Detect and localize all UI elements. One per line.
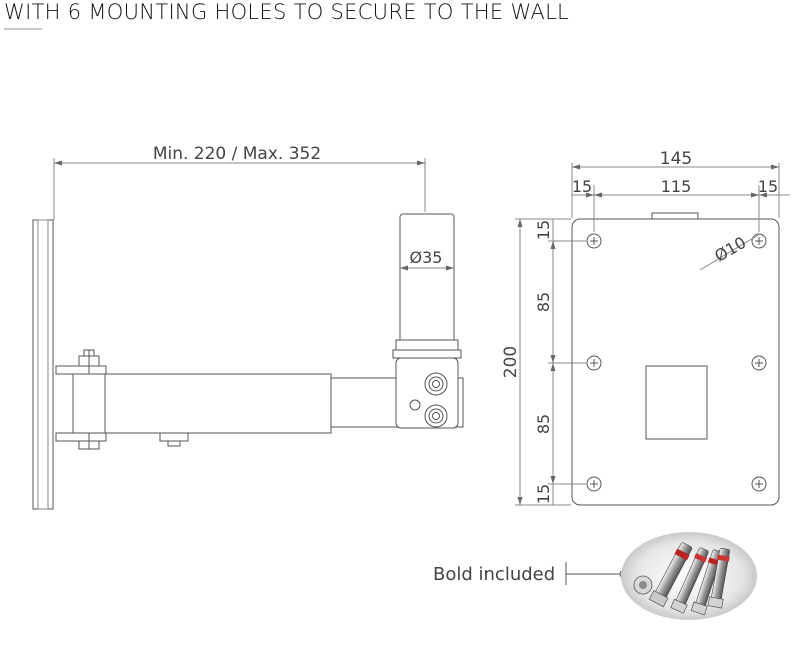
- plate-tab: [651, 212, 699, 220]
- bottom-margin-label: 15: [534, 484, 553, 504]
- pole: [399, 213, 455, 347]
- clamp-bolt-top: [424, 372, 448, 396]
- plate-width-label: 145: [660, 149, 692, 169]
- title-underline: [4, 28, 42, 30]
- mounting-plate: [571, 218, 780, 506]
- hinge-bolt-bottom: [55, 432, 107, 450]
- mounting-hole-top-left: [586, 233, 602, 249]
- top-margin-label: 15: [534, 220, 553, 240]
- upper-spacing-label: 85: [534, 292, 553, 312]
- arm-length-label: Min. 220 / Max. 352: [153, 144, 321, 164]
- mounting-hole-mid-left: [586, 355, 602, 371]
- set-screw: [159, 432, 189, 442]
- anchor-bolts-photo: [621, 532, 757, 620]
- hole-diameter-leader: [699, 233, 761, 271]
- arm-length-dimension: [53, 158, 426, 220]
- bolt-included-label: Bold included: [433, 564, 555, 585]
- plate-cutout: [645, 365, 708, 440]
- right-margin-label: 15: [758, 177, 778, 196]
- mounting-hole-top-right: [751, 233, 767, 249]
- plate-height-label: 200: [501, 346, 521, 378]
- arm-tube: [72, 373, 332, 434]
- wall-plate: [32, 219, 54, 510]
- pole-diameter-label: Ø35: [410, 248, 443, 267]
- bolt-leader: [565, 562, 629, 585]
- lower-spacing-label: 85: [534, 414, 553, 434]
- clamp-pin: [409, 399, 421, 411]
- hinge-bolt-top: [55, 349, 107, 375]
- mounting-hole-bottom-right: [751, 476, 767, 492]
- page-title: WITH 6 MOUNTING HOLES TO SECURE TO THE W…: [4, 0, 570, 24]
- left-margin-label: 15: [572, 177, 592, 196]
- clamp-bolt-bottom: [424, 404, 448, 428]
- mounting-hole-mid-right: [751, 355, 767, 371]
- hole-spacing-label: 115: [661, 177, 692, 196]
- mounting-hole-bottom-left: [586, 476, 602, 492]
- side-view: [32, 158, 464, 510]
- pole-diameter-dimension: [400, 265, 454, 271]
- plate-view: [515, 163, 790, 506]
